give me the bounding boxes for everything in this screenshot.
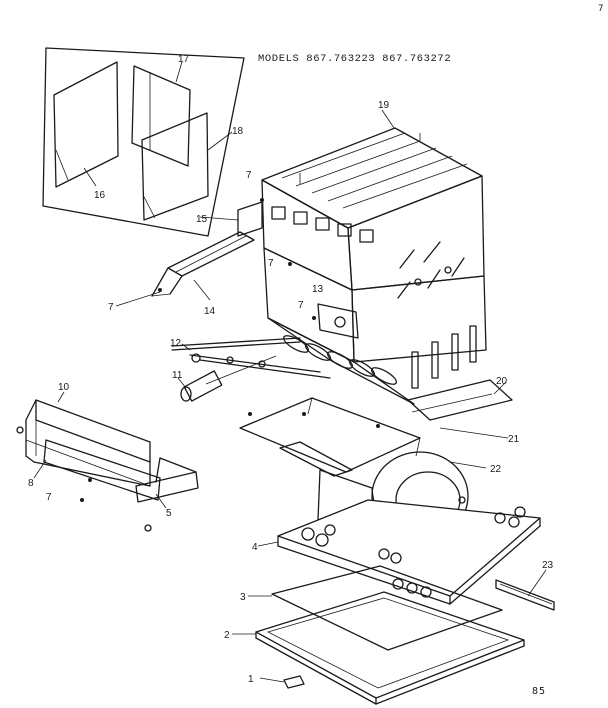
side-slots <box>397 241 465 299</box>
callout-22: 22 <box>490 464 502 475</box>
bottom-tray <box>255 591 525 705</box>
small-clip <box>283 675 305 689</box>
inset-frame <box>42 47 245 237</box>
callout-18: 18 <box>232 126 244 137</box>
gas-valve <box>180 355 277 402</box>
exchanger-bottom <box>267 317 415 405</box>
filter-sheet <box>271 565 503 651</box>
callout-14: 14 <box>204 306 216 317</box>
callout-2: 2 <box>224 630 230 641</box>
callout-8: 8 <box>28 478 34 489</box>
callout-21: 21 <box>508 434 520 445</box>
base-holes <box>301 496 526 598</box>
panel-17 <box>131 65 191 167</box>
callout-labels: 1 2 3 4 5 7 7 7 7 7 8 10 11 12 13 14 15 … <box>28 54 554 685</box>
front-panel-8 <box>43 439 161 501</box>
callout-17: 17 <box>178 54 190 65</box>
ignition-box <box>317 303 359 339</box>
burner-ports <box>271 206 374 243</box>
callout-19: 19 <box>378 100 390 111</box>
callout-11: 11 <box>172 370 183 381</box>
callout-5: 5 <box>166 508 172 519</box>
fasteners <box>80 198 380 502</box>
callout-20: 20 <box>496 376 508 387</box>
lower-slots <box>411 325 477 389</box>
callout-7b: 7 <box>108 302 114 313</box>
leader-lines <box>33 61 547 683</box>
callout-15: 15 <box>196 214 208 225</box>
callout-23: 23 <box>542 560 554 571</box>
callout-7a: 7 <box>246 170 252 181</box>
callout-13: 13 <box>312 284 324 295</box>
exchanger-front-lower <box>263 247 355 363</box>
exchanger-side <box>347 175 485 291</box>
exchanger-top <box>261 127 483 229</box>
callout-3: 3 <box>240 592 246 603</box>
slide-rail <box>495 579 555 611</box>
callout-16: 16 <box>94 190 106 201</box>
models-header: MODELS 867.763223 867.763272 <box>258 53 452 65</box>
corner-mark: 7 <box>598 4 604 14</box>
filter-inset <box>42 47 245 237</box>
gas-manifold <box>171 337 331 379</box>
heat-exchanger-assembly <box>261 127 487 405</box>
blower-deck <box>239 397 421 477</box>
callout-1: 1 <box>248 674 254 685</box>
exchanger-tubes <box>281 132 468 209</box>
burner-shield <box>151 231 255 297</box>
divider-panel-20 <box>407 379 513 421</box>
callout-7c: 7 <box>268 258 274 269</box>
exchanger-lower-side <box>351 275 487 363</box>
panel-16 <box>53 61 119 188</box>
callout-10: 10 <box>58 382 70 393</box>
burner-tubes <box>282 335 398 385</box>
panel-18 <box>141 112 209 221</box>
footer-code: 85 <box>532 686 547 697</box>
callout-7d: 7 <box>298 300 304 311</box>
side-bracket <box>135 457 199 532</box>
deck-plate <box>239 397 421 473</box>
callout-4: 4 <box>252 542 258 553</box>
callout-7e: 7 <box>46 492 52 503</box>
front-plate <box>237 201 263 237</box>
callout-12: 12 <box>170 338 182 349</box>
blower-base-panel <box>277 496 541 605</box>
